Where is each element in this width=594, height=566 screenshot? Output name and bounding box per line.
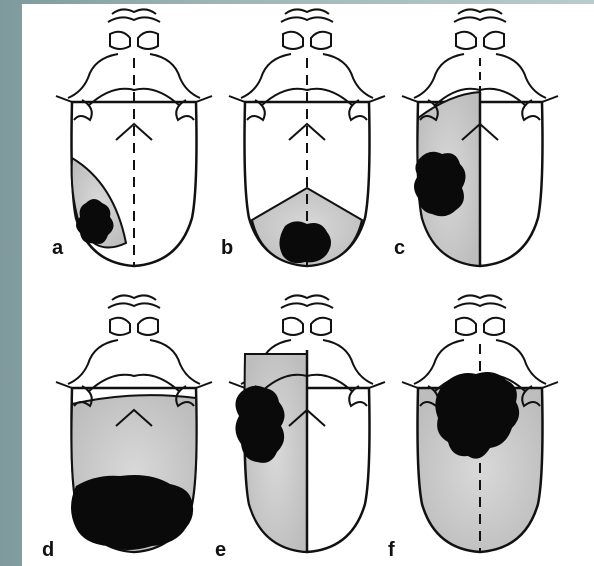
figure-panel: a b c d e	[22, 4, 594, 566]
panel-label-a: a	[52, 237, 64, 259]
panel-label-e: e	[215, 539, 226, 561]
panel-label-b: b	[221, 237, 233, 259]
tongue-diagram: a b c d e	[22, 4, 594, 566]
panel-label-f: f	[388, 539, 395, 561]
panel-a: a	[52, 9, 212, 266]
tumor-d	[71, 475, 193, 550]
panel-f: f	[388, 295, 558, 561]
panel-label-c: c	[394, 237, 405, 259]
panel-e: e	[215, 295, 385, 561]
tumor-e	[235, 386, 284, 463]
panel-b: b	[221, 9, 385, 266]
tumor-c	[414, 152, 466, 217]
tumor-b	[279, 221, 331, 263]
panel-label-d: d	[42, 539, 54, 561]
panel-c: c	[394, 9, 558, 266]
panel-d: d	[42, 295, 212, 561]
